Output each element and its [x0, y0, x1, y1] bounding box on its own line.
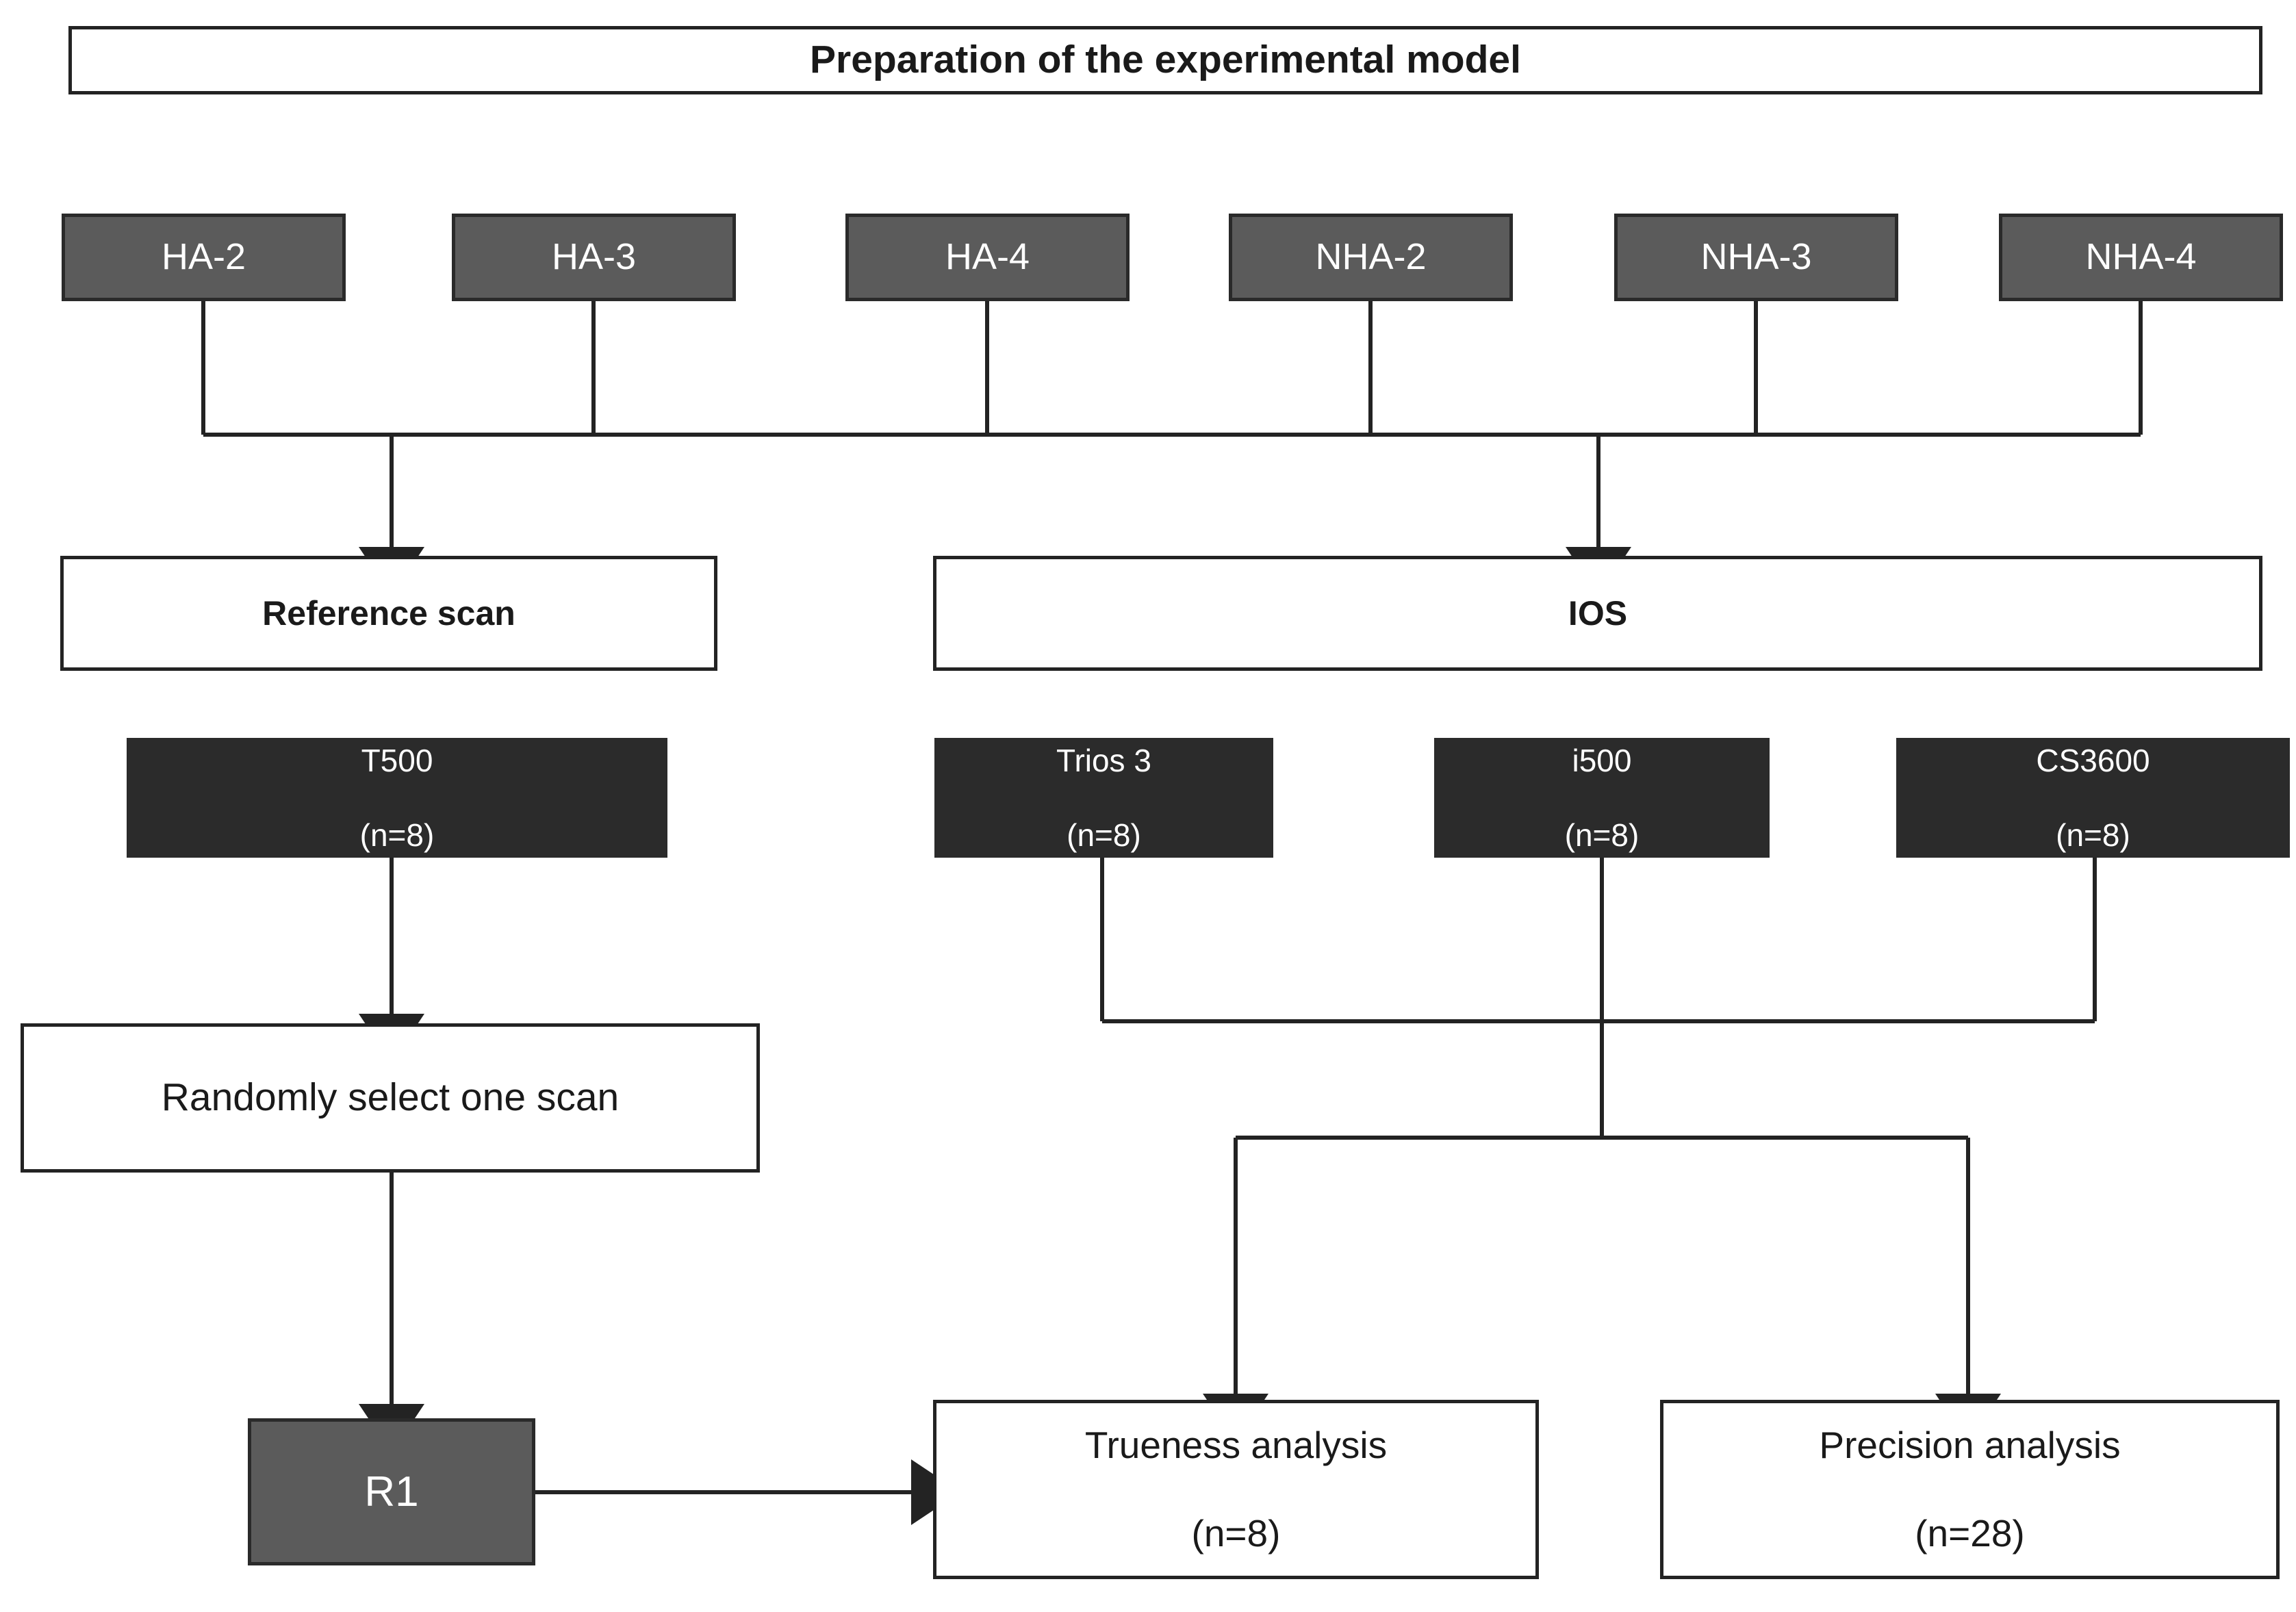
scanner-count: (n=8): [2056, 817, 2130, 853]
scanner-text: CS3600 (n=8): [2036, 742, 2150, 854]
scanner-name: T500: [361, 743, 433, 779]
specimen-label: NHA-2: [1315, 236, 1427, 278]
scanner-name: i500: [1572, 743, 1632, 779]
scanner-count: (n=8): [1564, 817, 1640, 853]
specimen-label: HA-2: [161, 236, 246, 278]
title-box: Preparation of the experimental model: [68, 26, 2262, 94]
analysis-name: Trueness analysis: [1084, 1423, 1388, 1466]
scanner-name: CS3600: [2036, 743, 2150, 779]
reference-result-label: R1: [364, 1468, 419, 1515]
scanner-text: Trios 3 (n=8): [1056, 742, 1151, 854]
specimen-box-nha-3[interactable]: NHA-3: [1614, 214, 1898, 301]
branch-box-reference-scan[interactable]: Reference scan: [60, 556, 717, 671]
scanner-name: Trios 3: [1056, 743, 1151, 779]
branch-label: Reference scan: [262, 593, 515, 632]
specimen-box-nha-4[interactable]: NHA-4: [1999, 214, 2283, 301]
analysis-text: Precision analysis (n=28): [1819, 1423, 2120, 1557]
random-select-box[interactable]: Randomly select one scan: [21, 1023, 760, 1173]
analysis-count: (n=28): [1915, 1512, 2025, 1555]
analysis-text: Trueness analysis (n=8): [1085, 1423, 1387, 1557]
scanner-text: T500 (n=8): [360, 742, 435, 854]
scanner-count: (n=8): [359, 817, 435, 853]
random-select-label: Randomly select one scan: [161, 1075, 620, 1120]
scanner-text: i500 (n=8): [1565, 742, 1640, 854]
specimen-label: NHA-3: [1700, 236, 1812, 278]
scanner-box-cs3600[interactable]: CS3600 (n=8): [1896, 738, 2290, 858]
analysis-name: Precision analysis: [1819, 1423, 2121, 1466]
specimen-box-ha-3[interactable]: HA-3: [452, 214, 736, 301]
reference-result-box-r1[interactable]: R1: [248, 1418, 535, 1565]
title-label: Preparation of the experimental model: [810, 38, 1521, 82]
analysis-count: (n=8): [1191, 1512, 1281, 1555]
specimen-label: HA-3: [551, 236, 637, 278]
specimen-label: HA-4: [945, 236, 1030, 278]
scanner-count: (n=8): [1067, 817, 1141, 853]
analysis-box-trueness[interactable]: Trueness analysis (n=8): [933, 1400, 1539, 1579]
specimen-box-ha-2[interactable]: HA-2: [62, 214, 346, 301]
scanner-box-trios-3[interactable]: Trios 3 (n=8): [934, 738, 1273, 858]
branch-box-ios[interactable]: IOS: [933, 556, 2262, 671]
branch-label: IOS: [1568, 593, 1628, 632]
specimen-label: NHA-4: [2085, 236, 2197, 278]
analysis-box-precision[interactable]: Precision analysis (n=28): [1660, 1400, 2280, 1579]
specimen-box-ha-4[interactable]: HA-4: [845, 214, 1130, 301]
scanner-box-i500[interactable]: i500 (n=8): [1434, 738, 1770, 858]
specimen-box-nha-2[interactable]: NHA-2: [1229, 214, 1513, 301]
scanner-box-t500[interactable]: T500 (n=8): [127, 738, 667, 858]
